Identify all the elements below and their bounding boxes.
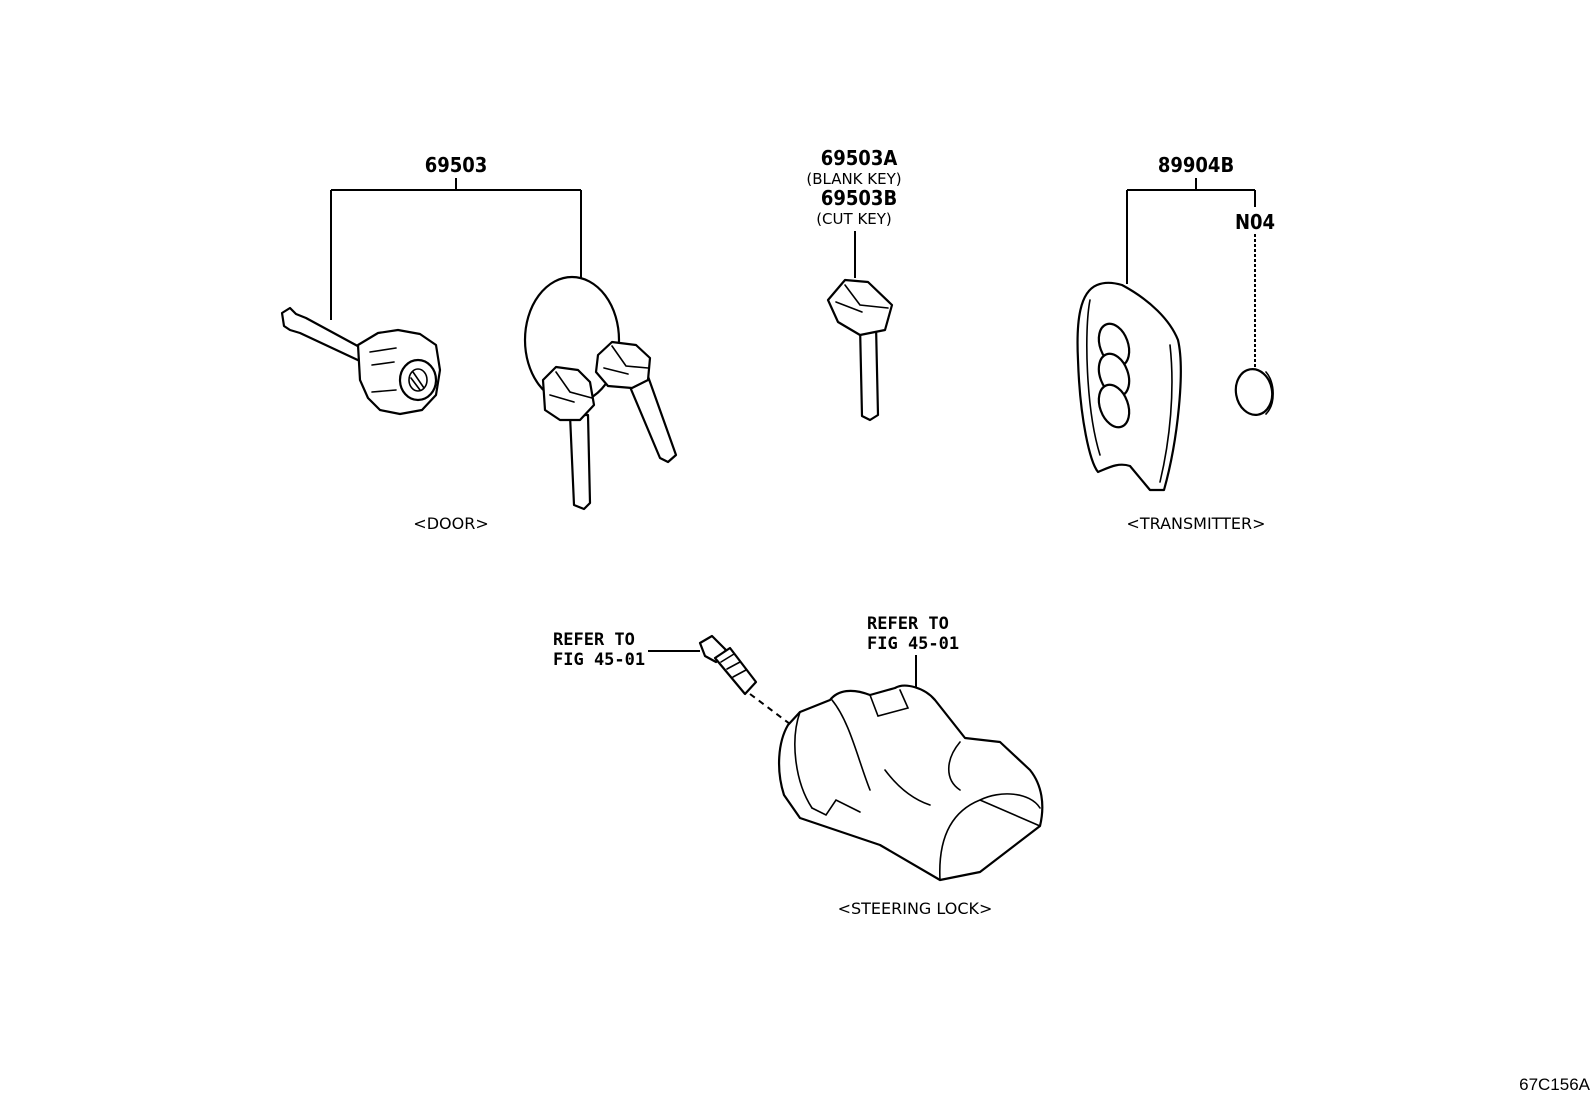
caption-steering-lock: <STEERING LOCK>	[838, 899, 993, 918]
caption-door: <DOOR>	[413, 514, 488, 533]
reference-lock-line1[interactable]: REFER TO	[867, 614, 949, 634]
door-key-left[interactable]	[523, 275, 621, 511]
door-lock-cylinder[interactable]	[280, 306, 442, 416]
key-group: 69503A (BLANK KEY) 69503B (CUT KEY)	[806, 146, 902, 422]
note-cut-key: (CUT KEY)	[816, 210, 892, 228]
shear-bolt[interactable]	[698, 634, 758, 696]
part-number-N04[interactable]: N04	[1235, 210, 1275, 234]
reference-bolt-line1[interactable]: REFER TO	[553, 630, 635, 650]
part-number-89904B[interactable]: 89904B	[1158, 153, 1234, 177]
key[interactable]	[826, 278, 894, 422]
leader-line-89904B	[1126, 178, 1256, 284]
steering-lock[interactable]	[777, 684, 1044, 882]
transmitter-fob[interactable]	[1076, 281, 1182, 492]
reference-bolt-line2[interactable]: FIG 45-01	[553, 650, 645, 670]
battery[interactable]	[1232, 366, 1275, 418]
door-group: 69503 <DOOR>	[280, 153, 678, 533]
transmitter-group: 89904B N04 <TRANSMITTER>	[1076, 153, 1275, 533]
steering-lock-group: REFER TO FIG 45-01 REFER TO FIG 45-01 <S…	[553, 614, 1044, 918]
note-blank-key: (BLANK KEY)	[806, 170, 901, 188]
part-number-69503A[interactable]: 69503A	[821, 146, 898, 170]
door-key-right[interactable]	[594, 340, 678, 464]
part-number-69503[interactable]: 69503	[425, 153, 488, 177]
part-number-69503B[interactable]: 69503B	[821, 186, 897, 210]
figure-code: 67C156A	[1519, 1075, 1591, 1094]
caption-transmitter: <TRANSMITTER>	[1126, 514, 1265, 533]
bolt-dashed-line	[749, 693, 791, 725]
reference-lock-line2[interactable]: FIG 45-01	[867, 634, 959, 654]
leader-line-69503	[330, 178, 582, 320]
